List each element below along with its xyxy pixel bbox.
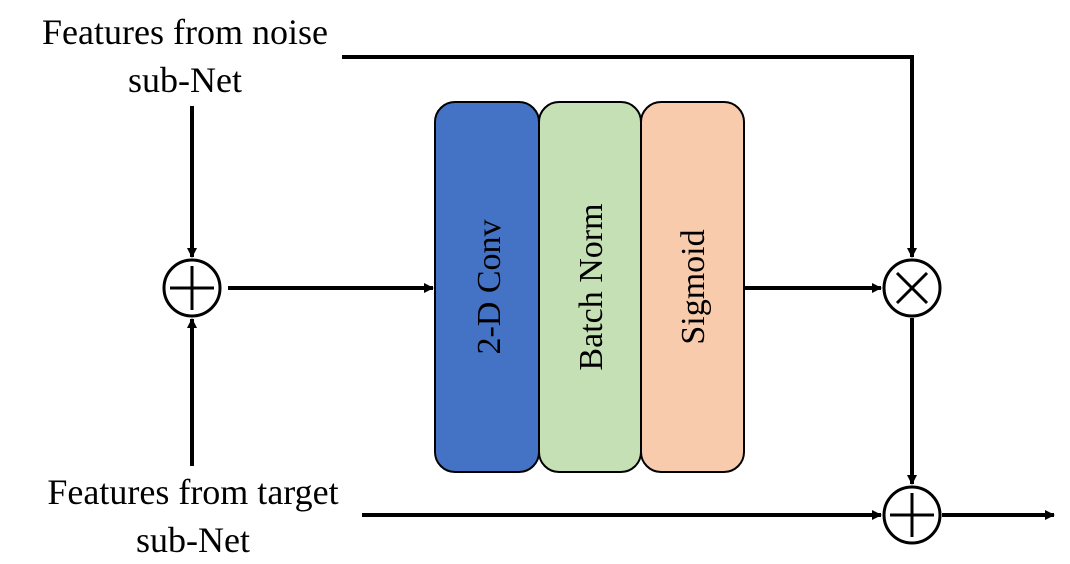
conv-block: 2-D Conv [434,101,540,473]
target-features-label-line1: Features from target [47,472,338,512]
sigmoid-block-label: Sigmoid [675,229,712,344]
add-node-left [162,258,222,318]
multiply-node [882,258,942,318]
target-features-label-line2: sub-Net [136,520,250,560]
add-node-right [882,485,942,545]
noise-features-label-line1: Features from noise [42,12,328,52]
sigmoid-block: Sigmoid [640,101,745,473]
conv-block-label: 2-D Conv [471,219,508,354]
arrow-noise-skip-to-multiply [342,55,917,258]
batch-norm-block: Batch Norm [538,101,642,473]
noise-features-label-line2: sub-Net [128,60,242,100]
batch-norm-block-label: Batch Norm [573,203,610,370]
